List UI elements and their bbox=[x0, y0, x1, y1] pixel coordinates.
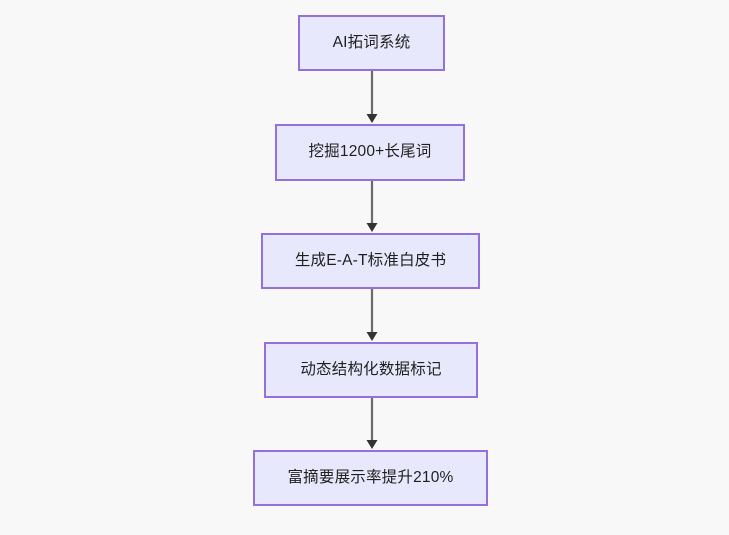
flow-node-label: 富摘要展示率提升210% bbox=[287, 468, 454, 486]
flow-node-label: 动态结构化数据标记 bbox=[300, 360, 442, 378]
flow-node-rich-snippet-impression-uplift[interactable]: 富摘要展示率提升210% bbox=[253, 450, 488, 506]
arrowhead-icon bbox=[366, 332, 378, 341]
flow-node-ai-keyword-system[interactable]: AI拓词系统 bbox=[298, 15, 445, 71]
arrowhead-icon bbox=[366, 223, 378, 232]
flow-node-dynamic-structured-data-markup[interactable]: 动态结构化数据标记 bbox=[264, 342, 478, 398]
flow-edge-n4-n5 bbox=[365, 398, 379, 450]
flow-node-mine-longtail-keywords[interactable]: 挖掘1200+长尾词 bbox=[275, 124, 465, 181]
flow-node-label: 挖掘1200+长尾词 bbox=[308, 143, 432, 161]
arrowhead-icon bbox=[366, 440, 378, 449]
flow-node-label: AI拓词系统 bbox=[332, 33, 411, 51]
flow-node-generate-eat-whitepaper[interactable]: 生成E-A-T标准白皮书 bbox=[261, 233, 480, 289]
flow-edge-n3-n4 bbox=[365, 289, 379, 342]
flow-edge-n2-n3 bbox=[365, 181, 379, 233]
flow-edge-n1-n2 bbox=[365, 71, 379, 124]
flow-node-label: 生成E-A-T标准白皮书 bbox=[294, 251, 447, 269]
arrowhead-icon bbox=[366, 114, 378, 123]
